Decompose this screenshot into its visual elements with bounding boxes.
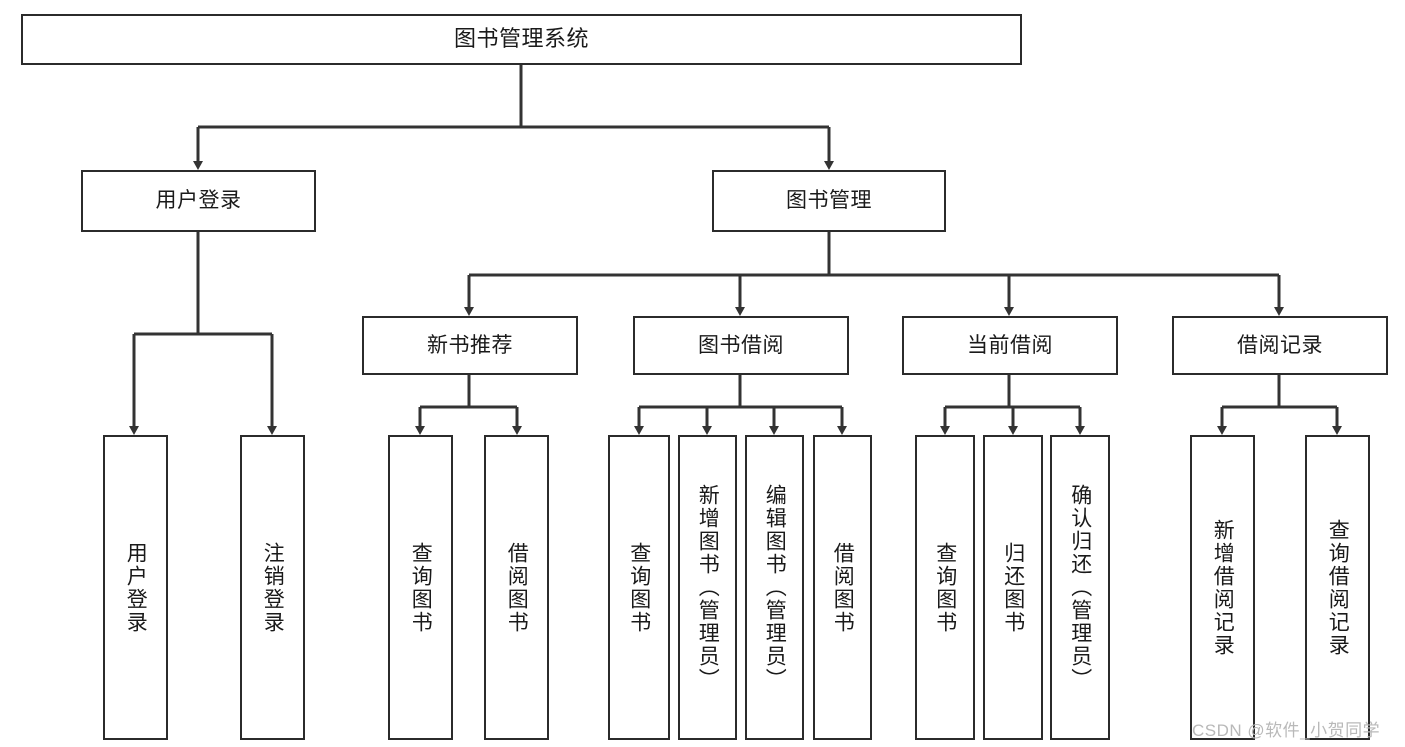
node-leaf-rec-query-book[interactable]: 查询图书 [388, 435, 453, 740]
node-user-login[interactable]: 用户登录 [81, 170, 316, 232]
node-book-manage-label: 图书管理 [786, 189, 872, 213]
node-leaf-bb-borrow-book-label: 借阅图书 [831, 541, 855, 634]
csdn-watermark: CSDN @软件_小贺同学 [1192, 721, 1381, 740]
node-leaf-rec-query-book-label: 查询图书 [409, 541, 433, 634]
node-leaf-cb-return-book[interactable]: 归还图书 [983, 435, 1043, 740]
node-leaf-rec-borrow-book-label: 借阅图书 [505, 541, 529, 634]
node-leaf-br-query-record-label: 查询借阅记录 [1326, 518, 1350, 657]
node-book-manage[interactable]: 图书管理 [712, 170, 946, 232]
node-new-book-rec-label: 新书推荐 [427, 333, 513, 357]
node-leaf-cb-confirm-return[interactable]: 确认归还（管理员） [1050, 435, 1110, 740]
node-root-system[interactable]: 图书管理系统 [21, 14, 1022, 65]
node-leaf-br-add-record-label: 新增借阅记录 [1211, 518, 1235, 657]
node-leaf-user-login[interactable]: 用户登录 [103, 435, 168, 740]
node-leaf-br-query-record[interactable]: 查询借阅记录 [1305, 435, 1370, 740]
node-leaf-user-logout-label: 注销登录 [261, 541, 285, 634]
node-leaf-bb-query-book[interactable]: 查询图书 [608, 435, 670, 740]
node-new-book-rec[interactable]: 新书推荐 [362, 316, 578, 375]
node-leaf-bb-edit-book-label: 编辑图书（管理员） [763, 484, 787, 691]
node-book-borrow-label: 图书借阅 [698, 333, 784, 357]
node-borrow-record[interactable]: 借阅记录 [1172, 316, 1388, 375]
node-leaf-bb-borrow-book[interactable]: 借阅图书 [813, 435, 872, 740]
node-leaf-cb-return-book-label: 归还图书 [1001, 541, 1025, 634]
node-leaf-bb-add-book[interactable]: 新增图书（管理员） [678, 435, 737, 740]
node-leaf-rec-borrow-book[interactable]: 借阅图书 [484, 435, 549, 740]
node-leaf-bb-add-book-label: 新增图书（管理员） [696, 484, 720, 691]
node-leaf-user-logout[interactable]: 注销登录 [240, 435, 305, 740]
node-leaf-user-login-label: 用户登录 [124, 541, 148, 634]
node-leaf-bb-edit-book[interactable]: 编辑图书（管理员） [745, 435, 804, 740]
node-leaf-cb-query-book[interactable]: 查询图书 [915, 435, 975, 740]
node-leaf-cb-query-book-label: 查询图书 [933, 541, 957, 634]
node-leaf-cb-confirm-return-label: 确认归还（管理员） [1068, 484, 1092, 691]
node-leaf-br-add-record[interactable]: 新增借阅记录 [1190, 435, 1255, 740]
node-leaf-bb-query-book-label: 查询图书 [627, 541, 651, 634]
node-user-login-label: 用户登录 [155, 189, 242, 213]
node-root-system-label: 图书管理系统 [453, 26, 589, 52]
node-current-borrow-label: 当前借阅 [967, 333, 1053, 357]
node-book-borrow[interactable]: 图书借阅 [633, 316, 849, 375]
node-current-borrow[interactable]: 当前借阅 [902, 316, 1118, 375]
node-borrow-record-label: 借阅记录 [1237, 333, 1323, 357]
